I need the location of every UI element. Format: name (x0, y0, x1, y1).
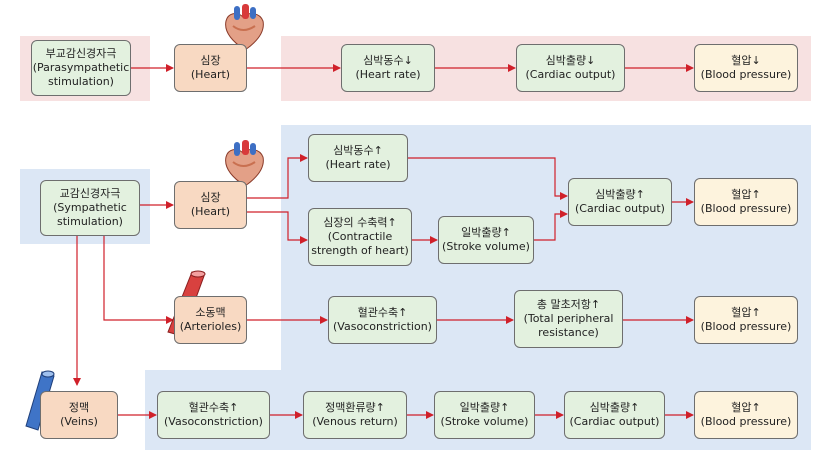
veins-box: 정맥 (Veins) (40, 391, 118, 439)
heart-icon (225, 140, 264, 187)
label-ko: 혈관수축↑ (188, 401, 239, 414)
vein-stroke-volume-box: 일박출량↑ (Stroke volume) (434, 391, 535, 439)
arteriole-blood-pressure-box: 혈압↑ (Blood pressure) (694, 296, 798, 344)
label-ko: 정맥환류량↑ (325, 401, 385, 414)
label-ko: 일박출량↑ (459, 401, 510, 414)
vein-blood-pressure-box: 혈압↑ (Blood pressure) (694, 391, 798, 439)
label-en: (Heart) (190, 68, 231, 81)
label-en: (Blood pressure) (700, 320, 792, 333)
label-en: (Vasoconstriction) (164, 415, 263, 428)
arrow-heart-to-contractile (247, 211, 308, 244)
label-en: (Cardiac output) (525, 68, 616, 81)
label-en: (Heart rate) (355, 68, 421, 81)
label-ko: 교감신경자극 (59, 187, 121, 200)
label-en: stimulation) (48, 75, 114, 88)
arrow-rate-to-output (408, 157, 568, 200)
para-cardiac-output-box: 심박출량↓ (Cardiac output) (516, 44, 625, 92)
para-heart-box: 심장 (Heart) (174, 44, 247, 92)
label-en: (Sympathetic (53, 201, 127, 214)
arterioles-box: 소동맥 (Arterioles) (174, 296, 247, 344)
arrow-heart-to-rate (247, 154, 308, 199)
label-ko: 심박출량↑ (589, 401, 640, 414)
label-ko: 심장 (200, 191, 221, 204)
label-ko: 심장 (200, 54, 221, 67)
label-ko: 심박동수↓ (363, 54, 413, 67)
symp-heart-box: 심장 (Heart) (174, 181, 247, 229)
label-en: (Heart) (190, 205, 231, 218)
arteriole-vasoconstriction-box: 혈관수축↑ (Vasoconstriction) (328, 296, 437, 344)
label-en: resistance) (538, 326, 599, 339)
label-ko: 혈압↑ (731, 188, 761, 201)
label-en: (Stroke volume) (442, 240, 530, 253)
symp-cardiac-output-box: 심박출량↑ (Cardiac output) (568, 178, 672, 226)
label-en: (Veins) (60, 415, 98, 428)
label-en: strength of heart) (311, 244, 409, 257)
label-ko: 심박출량↓ (545, 54, 596, 67)
label-ko: 소동맥 (195, 306, 226, 319)
arrow-stroke-to-output (534, 210, 568, 241)
label-en: (Stroke volume) (440, 415, 529, 428)
label-ko: 혈압↑ (731, 306, 761, 319)
sympathetic-stimulus-box: 교감신경자극 (Sympathetic stimulation) (40, 180, 140, 236)
arrow-stimulus-to-arterioles (103, 236, 174, 324)
label-en: (Cardiac output) (569, 415, 660, 428)
label-ko: 혈관수축↑ (357, 306, 408, 319)
symp-blood-pressure-box: 혈압↑ (Blood pressure) (694, 178, 798, 226)
contractile-strength-box: 심장의 수축력↑ (Contractile strength of heart) (308, 208, 412, 266)
vein-vasoconstriction-box: 혈관수축↑ (Vasoconstriction) (157, 391, 270, 439)
total-peripheral-resistance-box: 총 말초저항↑ (Total peripheral resistance) (514, 290, 623, 348)
label-ko: 심박동수↑ (333, 144, 383, 157)
label-en: (Vasoconstriction) (333, 320, 432, 333)
label-ko: 총 말초저항↑ (536, 298, 601, 311)
label-en: (Heart rate) (325, 158, 391, 171)
label-en: (Blood pressure) (700, 415, 792, 428)
para-blood-pressure-box: 혈압↓ (Blood pressure) (694, 44, 798, 92)
label-ko: 혈압↑ (731, 401, 761, 414)
label-ko: 부교감신경자극 (45, 47, 117, 60)
label-en: (Parasympathetic (32, 61, 130, 74)
label-en: (Blood pressure) (700, 68, 792, 81)
label-en: (Venous return) (312, 415, 398, 428)
label-ko: 정맥 (68, 401, 90, 414)
symp-heart-rate-box: 심박동수↑ (Heart rate) (308, 134, 408, 182)
venous-return-box: 정맥환류량↑ (Venous return) (303, 391, 407, 439)
label-en: (Total peripheral (523, 312, 614, 325)
label-ko: 혈압↓ (731, 54, 761, 67)
label-ko: 심박출량↑ (595, 188, 645, 201)
label-en: (Arterioles) (179, 320, 242, 333)
label-en: (Cardiac output) (575, 202, 665, 215)
label-en: stimulation) (57, 215, 123, 228)
symp-stroke-volume-box: 일박출량↑ (Stroke volume) (438, 216, 534, 264)
label-en: (Blood pressure) (700, 202, 792, 215)
label-en: (Contractile (327, 230, 393, 243)
para-heart-rate-box: 심박동수↓ (Heart rate) (341, 44, 435, 92)
label-ko: 일박출량↑ (461, 226, 511, 239)
heart-icon (225, 4, 264, 51)
vein-cardiac-output-box: 심박출량↑ (Cardiac output) (564, 391, 665, 439)
parasympathetic-stimulus-box: 부교감신경자극 (Parasympathetic stimulation) (31, 40, 131, 96)
label-ko: 심장의 수축력↑ (323, 216, 397, 229)
